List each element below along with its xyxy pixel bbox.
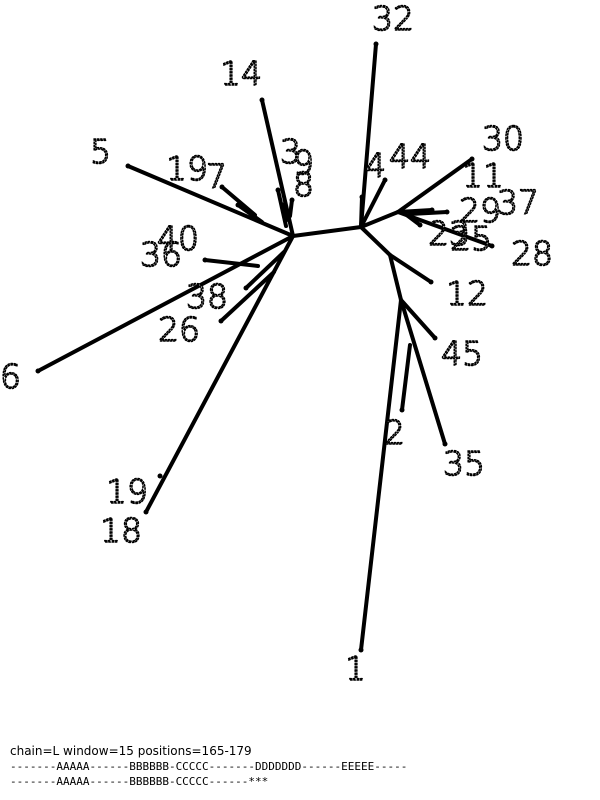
leaf-dot	[125, 163, 131, 169]
leaf-label: 1	[345, 649, 366, 688]
leaf-label: 30	[482, 119, 524, 158]
leaf-dot	[358, 647, 364, 653]
leaf-label: 12	[446, 274, 488, 313]
tree-branch	[236, 203, 264, 224]
leaf-label: 5	[90, 132, 111, 171]
leaf-label: 11	[462, 156, 504, 195]
leaf-dot	[489, 243, 495, 249]
segment-line-2: -------AAAAA------BBBBBB-CCCCC------***	[10, 775, 269, 788]
leaf-label: 23	[428, 214, 470, 253]
leaf-dot	[399, 407, 405, 413]
leaf-dot	[469, 156, 475, 162]
leaf-dot	[359, 194, 365, 200]
leaf-label: 38	[186, 277, 228, 316]
leaf-label: 35	[443, 444, 485, 483]
leaf-label: 26	[158, 310, 200, 349]
tree-branch	[359, 225, 392, 257]
leaf-dot	[289, 197, 295, 203]
leaf-dot	[280, 202, 286, 208]
leaf-endpoints	[35, 41, 495, 653]
leaf-label: 19	[166, 149, 208, 188]
leaf-dot	[429, 207, 435, 213]
leaf-dot	[275, 187, 281, 193]
leaf-label: 19	[106, 472, 148, 511]
leaf-dot	[373, 41, 379, 47]
leaf-label: 3	[280, 132, 301, 171]
leaf-dot	[259, 97, 265, 103]
tree-branch	[219, 270, 276, 323]
tree-branch	[359, 178, 387, 229]
leaf-dot	[428, 279, 434, 285]
tree-branch	[359, 195, 364, 229]
leaf-label: 8	[293, 165, 314, 204]
leaf-label: 18	[100, 511, 142, 550]
leaf-dot	[444, 209, 450, 215]
tree-branch	[396, 157, 474, 214]
leaf-dot	[202, 257, 208, 263]
leaf-label: 28	[511, 234, 553, 273]
tree-branch	[388, 253, 403, 302]
tree-branch	[220, 185, 257, 217]
tree-branch	[388, 253, 433, 284]
leaf-label: 2	[384, 413, 405, 452]
tree-branch	[399, 298, 437, 340]
tree-branch	[399, 298, 447, 446]
leaf-label: 45	[441, 334, 483, 373]
leaf-label: 14	[220, 54, 262, 93]
tree-branch	[359, 210, 400, 229]
tree-branch	[144, 234, 295, 514]
leaf-dot	[243, 285, 249, 291]
leaf-dot	[432, 335, 438, 341]
segment-line-1: -------AAAAA------BBBBBB-CCCCC-------DDD…	[10, 760, 408, 773]
leaf-label: 40	[157, 219, 199, 258]
tree-branch	[288, 198, 294, 218]
leaf-dot	[235, 202, 241, 208]
leaf-dot	[218, 318, 224, 324]
leaf-label: 4	[365, 146, 386, 185]
tree-branch	[203, 258, 260, 268]
leaf-label: 29	[459, 191, 501, 230]
tree-branches	[36, 42, 494, 652]
leaf-label: 44	[389, 137, 431, 176]
tree-branch	[126, 164, 295, 238]
leaf-label: 32	[372, 0, 414, 38]
leaf-label: 9	[293, 143, 314, 182]
tree-branch	[281, 203, 290, 222]
leaf-label: 37	[497, 183, 539, 222]
tree-branch	[408, 210, 449, 216]
tree-branch	[402, 211, 422, 227]
caption-info: chain=L window=15 positions=165-179	[10, 744, 252, 758]
leaf-dot	[442, 441, 448, 447]
leaf-dot	[219, 184, 225, 190]
caption: chain=L window=15 positions=165-179 ----…	[10, 744, 590, 789]
leaf-label: 36	[140, 235, 182, 274]
leaf-dot	[382, 177, 388, 183]
leaf-label: 6	[0, 357, 21, 396]
leaf-dot	[417, 222, 423, 228]
tree-branch	[396, 210, 494, 248]
tree-branch	[359, 298, 403, 652]
tree-branch	[400, 343, 412, 412]
leaf-label: 25	[450, 219, 492, 258]
leaf-label: 7	[206, 157, 227, 196]
tree-branch	[291, 225, 363, 238]
leaf-dot	[157, 473, 163, 479]
tree-branch	[36, 234, 295, 373]
leaf-dot	[35, 368, 41, 374]
leaf-dot	[143, 509, 149, 515]
tree-branch	[244, 250, 286, 290]
